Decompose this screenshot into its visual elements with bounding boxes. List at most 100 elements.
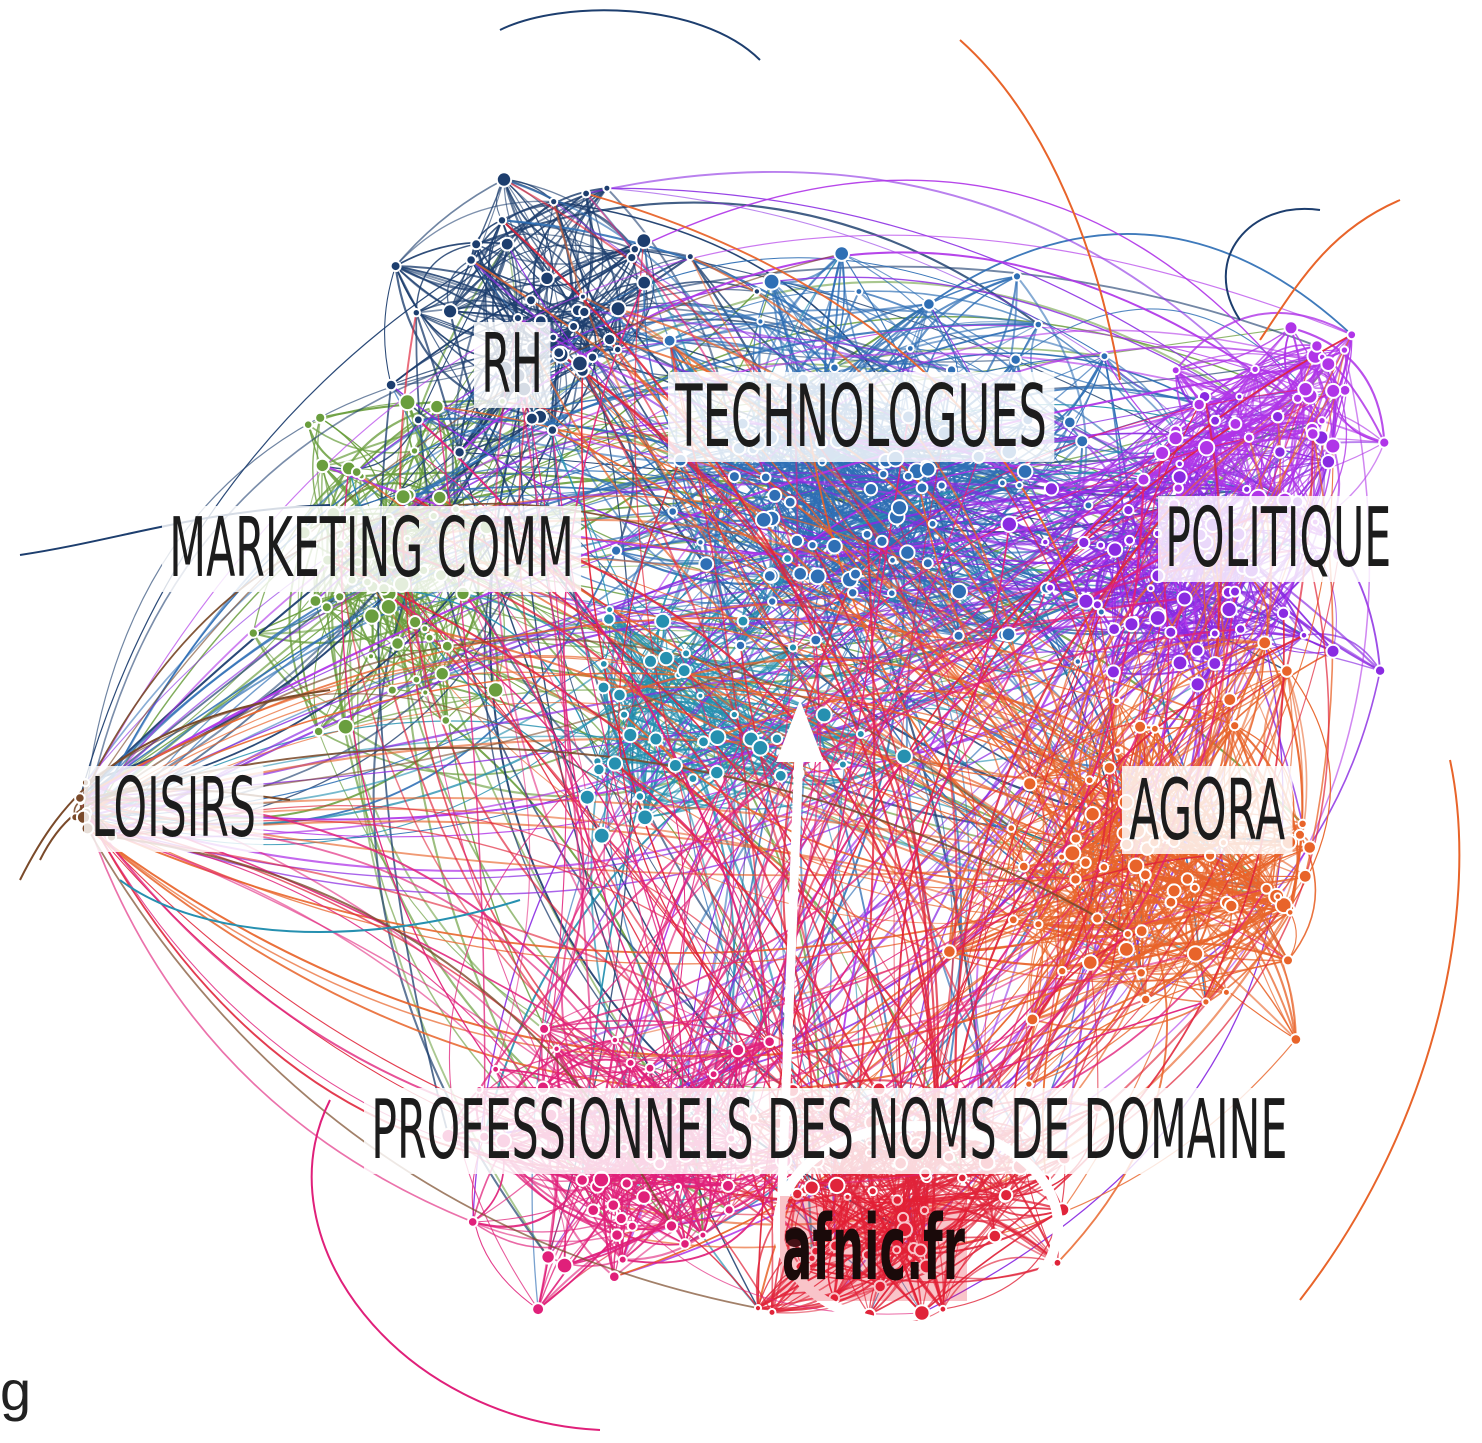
network-node (596, 680, 611, 695)
network-node (1273, 892, 1283, 901)
network-node (1378, 436, 1391, 449)
network-node (629, 244, 640, 255)
network-edge (1097, 700, 1125, 834)
network-node (998, 478, 1007, 488)
network-node (619, 709, 630, 720)
network-node (918, 1258, 935, 1275)
network-edge (1290, 326, 1386, 443)
network-node (1234, 623, 1247, 635)
network-edge (1284, 350, 1348, 501)
network-node (531, 1302, 546, 1317)
network-node (429, 398, 445, 415)
network-node (782, 553, 793, 564)
network-node (1201, 997, 1211, 1007)
network-node (602, 183, 612, 193)
network-node (1273, 445, 1287, 459)
network-edge (622, 1160, 785, 1264)
network-edge (612, 549, 1176, 1206)
network-node (887, 588, 897, 599)
network-edge (689, 255, 1031, 784)
network-edge (582, 295, 1077, 839)
network-node (625, 1057, 636, 1068)
network-node (602, 612, 616, 626)
network-edge (470, 259, 1252, 572)
afnic-node (785, 1227, 805, 1247)
network-node (847, 587, 859, 599)
network-edge (596, 670, 685, 762)
network-edge (684, 524, 1011, 1155)
network-edge (1243, 327, 1292, 499)
network-node (767, 487, 783, 503)
network-node (791, 1187, 804, 1201)
network-node (1176, 590, 1193, 607)
network-node (486, 681, 505, 699)
network-edge (770, 281, 1005, 636)
network-node (888, 555, 897, 565)
network-node (578, 305, 591, 319)
network-node (617, 1254, 628, 1265)
network-node (1122, 929, 1133, 939)
network-node (555, 1256, 574, 1275)
network-edge (1178, 442, 1385, 490)
network-edge (958, 635, 1060, 1130)
network-node (697, 735, 710, 749)
network-node (1250, 364, 1260, 374)
network-edge (757, 1177, 928, 1310)
network-node (538, 1022, 551, 1035)
network-node (612, 687, 627, 703)
network-node (1063, 415, 1077, 430)
network-node (867, 1186, 878, 1197)
network-node (411, 674, 422, 685)
network-node (902, 470, 914, 482)
network-node (586, 351, 599, 363)
network-node (1339, 345, 1350, 355)
network-edge (954, 549, 1146, 1147)
network-edge (757, 441, 1010, 526)
network-node (389, 260, 402, 273)
network-node (496, 215, 508, 226)
network-node (1011, 271, 1023, 282)
network-node (708, 1069, 719, 1080)
network-edge (472, 1186, 679, 1233)
network-node (808, 567, 827, 586)
network-node (1180, 872, 1195, 886)
network-node (895, 747, 913, 765)
network-node (1189, 676, 1206, 693)
network-node (578, 788, 596, 806)
network-edge (79, 243, 508, 799)
network-node (1122, 504, 1135, 517)
network-node (833, 245, 851, 262)
network-edge (544, 501, 1299, 1030)
network-node (818, 1224, 829, 1235)
network-node (789, 533, 805, 549)
network-node (1140, 993, 1152, 1006)
network-node (1015, 481, 1024, 490)
network-node (952, 629, 965, 642)
network-node (736, 614, 750, 628)
network-edge (462, 592, 585, 1138)
network-node (921, 557, 934, 570)
network-node (1069, 832, 1083, 845)
network-node (809, 633, 823, 647)
network-edge (872, 1191, 881, 1287)
network-node (1150, 723, 1160, 734)
network-edge (372, 586, 1195, 925)
network-edge (581, 369, 940, 1211)
network-node (1220, 600, 1238, 619)
network-edge (1175, 368, 1256, 388)
network-node (1041, 537, 1050, 547)
network-node (1297, 868, 1313, 884)
network-node (578, 292, 587, 301)
network-node (614, 1211, 628, 1226)
network-node (568, 321, 580, 332)
network-node (1123, 616, 1140, 633)
network-node (752, 287, 762, 296)
network-edge (483, 248, 699, 1120)
network-node (913, 1243, 928, 1258)
network-node (751, 739, 770, 757)
network-node (1063, 844, 1082, 863)
network-node (314, 411, 327, 424)
network-edge (537, 1234, 618, 1310)
network-edge (377, 384, 450, 1137)
network-node (636, 274, 653, 291)
